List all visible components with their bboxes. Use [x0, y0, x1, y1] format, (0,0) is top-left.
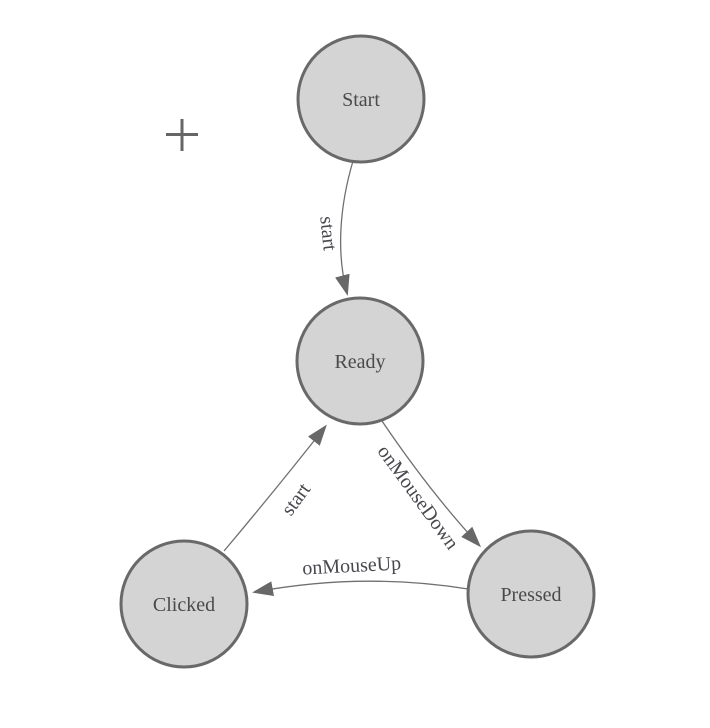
transition-pressed-to-clicked-path[interactable]: [252, 580, 469, 597]
transition-label: start: [315, 215, 341, 252]
state-node-start-circle[interactable]: [296, 34, 426, 164]
state-node-pressed-label: Pressed: [500, 584, 561, 606]
transition-ready-to-pressed: onMouseDown: [373, 420, 482, 554]
state-node-ready-circle[interactable]: [295, 296, 425, 426]
transition-label: start: [277, 479, 315, 520]
state-node-pressed[interactable]: Pressed: [466, 529, 596, 659]
transition-clicked-to-ready: start: [223, 424, 327, 552]
transition-clicked-to-ready-path[interactable]: [223, 424, 327, 552]
state-node-clicked[interactable]: Clicked: [119, 539, 249, 669]
transition-label: onMouseUp: [302, 552, 402, 579]
state-node-start-label: Start: [342, 89, 380, 111]
state-node-pressed-circle[interactable]: [466, 529, 596, 659]
state-node-clicked-label: Clicked: [153, 594, 215, 616]
transition-start-to-ready-path[interactable]: [335, 160, 354, 296]
transition-label: onMouseDown: [373, 441, 463, 554]
transition-start-to-ready: start: [315, 160, 354, 296]
transition-ready-to-pressed-path[interactable]: [381, 420, 482, 548]
state-node-ready[interactable]: Ready: [295, 296, 425, 426]
crosshair-marker: [166, 119, 198, 151]
state-node-start[interactable]: Start: [296, 34, 426, 164]
transition-pressed-to-clicked: onMouseUp: [252, 552, 469, 597]
state-node-ready-label: Ready: [334, 351, 385, 373]
state-node-clicked-circle[interactable]: [119, 539, 249, 669]
